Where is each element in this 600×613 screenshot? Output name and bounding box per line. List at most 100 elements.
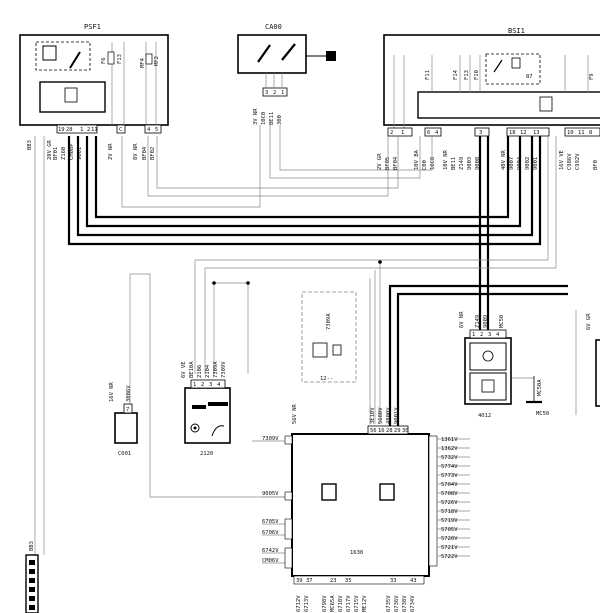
c001-pin: 7 <box>126 407 129 413</box>
c1630-bottom-6738v: 6738V <box>402 595 408 612</box>
ca00-wire-3v-nr: 3V NR <box>253 108 259 125</box>
psf1-fuse-mf2: MF2 <box>154 56 160 66</box>
c2120-wire-6v-ve: 6V VE <box>181 361 187 378</box>
bsi1-wire-9008: 9008 <box>475 157 481 170</box>
c1630-right-5722v: 5722V <box>441 554 458 560</box>
c1630-top-pin-56: 56 <box>370 428 377 434</box>
relay-icon <box>379 483 395 501</box>
c1630-right-5719v: 5719V <box>441 518 458 524</box>
psf1-pin-19: 19 <box>58 127 65 133</box>
component-bsi1: BSI1 87 F11 F14 F13 F10 F9 2 1 6 4 3 18 … <box>377 27 600 170</box>
c1630-left-7309v: 7309V <box>262 436 279 442</box>
ca00-wire-10c0: 10C0 <box>261 112 267 125</box>
bsi1-fuse-f13: F13 <box>464 70 470 80</box>
c2120-pin-2: 2 <box>201 382 204 388</box>
c1630-bottom-6734v: 6734V <box>410 595 416 612</box>
c1630-right-5720v: 5720V <box>441 536 458 542</box>
bsi1-pin-8: 8 <box>589 130 592 136</box>
psf1-pin-11: 11 <box>91 127 98 133</box>
bsi1-pin-2: 2 <box>390 130 393 136</box>
c1630-bottom-pins-e: 33 <box>390 578 397 584</box>
c4012-label: 4012 <box>478 413 491 419</box>
bsi1-label: BSI1 <box>508 27 525 35</box>
c4012-pin-2: 2 <box>480 332 483 338</box>
psf1-label: PSF1 <box>84 23 101 31</box>
bsi1-fuse-f10: F10 <box>474 70 480 80</box>
c7309a-pin-label: 12-- <box>320 376 333 382</box>
c1630-right-5704v: 5704V <box>441 482 458 488</box>
bsi1-relay-87: 87 <box>526 74 533 80</box>
c1630-right-1362v: 1362V <box>441 446 458 452</box>
chip-icon <box>321 483 337 501</box>
bsi1-wire-be11: BE11 <box>451 157 457 170</box>
c7309a-label: 7309A <box>326 313 332 330</box>
c4012-wire-z149: Z149 <box>475 315 481 328</box>
psf1-fuse-mf4: MF4 <box>140 57 146 68</box>
component-bb3: BB3 BB3 <box>25 140 39 613</box>
c2120-label: 2120 <box>200 451 213 457</box>
bsi1-pin-11: 11 <box>578 130 585 136</box>
psf1-wire-z160: Z160 <box>61 147 67 160</box>
c2120-wire-7309v: 7309V <box>221 361 227 378</box>
ca00-pin-2: 2 <box>273 90 276 96</box>
c1630-bottom-me12v: ME12V <box>362 595 368 612</box>
component-right-edge: 6V GR <box>586 313 600 407</box>
psf1-fuse-f13: F13 <box>117 54 123 64</box>
wire-harness <box>34 125 577 555</box>
c4012-wire-9009: 9009 <box>483 315 489 328</box>
lamp-icon <box>190 423 200 433</box>
ca00-wire-be11: BE11 <box>269 112 275 125</box>
c1630-right-5708v: 5708V <box>441 491 458 497</box>
bsi1-wire-10v-ba: 10V BA <box>414 149 420 170</box>
bsi1-wire-9001: 9001 <box>533 157 539 170</box>
c001-wire-16v-nr: 16V NR <box>109 381 115 402</box>
c2120-wire-2104: 2104 <box>205 364 211 378</box>
component-c001: 7 C001 16V NR 3006V <box>109 381 138 457</box>
c1630-left-9005v: 9005V <box>262 491 279 497</box>
component-7309a: 7309A 12-- <box>301 291 357 383</box>
bsi1-pin-10: 10 <box>567 130 574 136</box>
bsi1-wire-z149: Z149 <box>459 157 465 170</box>
psf1-wire-bf01: BF01 <box>53 147 59 160</box>
bsi1-wire-bf0: BF0 <box>593 160 599 170</box>
bsi1-wire-c00: C00 <box>422 160 428 170</box>
c2120-pin-3: 3 <box>209 382 212 388</box>
bsi1-fuse-f11: F11 <box>425 70 431 80</box>
bsi1-wire-9003: 9003 <box>467 157 473 170</box>
c4012-pin-1: 1 <box>472 332 475 338</box>
bsi1-pin-6: 6 <box>427 130 430 136</box>
bsi1-wire-c986v: C986V <box>567 153 573 170</box>
bsi1-pin-1: 1 <box>401 130 404 136</box>
bsi1-fuse-f9: F9 <box>589 73 595 80</box>
c4012-wire-mc50: MC50 <box>499 315 505 328</box>
c1630-left-6706v: 6706V <box>262 530 279 536</box>
c1630-wire-3e10v: 3E10V <box>370 407 376 424</box>
right-wire-6v-gr: 6V GR <box>586 313 592 330</box>
bsi1-wire-10c0: 10C0 <box>430 157 436 170</box>
c1630-bottom-6718v: 6718V <box>338 595 344 612</box>
c1630-right-5732v: 5732V <box>441 455 458 461</box>
bsi1-wire-c992v: C992V <box>575 153 581 170</box>
ca00-pin-1: 1 <box>281 90 284 96</box>
component-1630: 56 16 28 29 30 56V NR 3E10V 5680V 4800V … <box>252 403 470 612</box>
psf1-pin-5: 5 <box>155 127 158 133</box>
ca00-pin-3: 3 <box>265 90 268 96</box>
c1630-right-5718v: 5718V <box>441 509 458 515</box>
psf1-pin-2: 2 <box>87 127 90 133</box>
bb3-label-top: BB3 <box>27 140 33 150</box>
c2120-wire-7309a: 7309A <box>213 361 219 378</box>
c1630-right-5773v: 5773V <box>441 473 458 479</box>
c1630-wire-56v-nr: 56V NR <box>292 403 298 424</box>
bsi1-wire-bf04: BF04 <box>393 156 399 170</box>
bsi1-pin-12: 12 <box>520 130 527 136</box>
bsi1-pin-4: 4 <box>435 130 439 136</box>
c1630-right-wires <box>437 438 470 557</box>
bsi1-pin-3: 3 <box>479 130 482 136</box>
c1630-bottom-pins-b: 37 <box>306 578 313 584</box>
c1630-top-pin-28: 28 <box>386 428 393 434</box>
c2120-wire-2106: 2106 <box>197 365 203 378</box>
c001-label: C001 <box>118 451 131 457</box>
component-ca00: CA00 3 2 1 3V NR 10C0 BE11 300 <box>237 23 336 125</box>
c1630-left-cm06v: CM06V <box>262 558 279 564</box>
